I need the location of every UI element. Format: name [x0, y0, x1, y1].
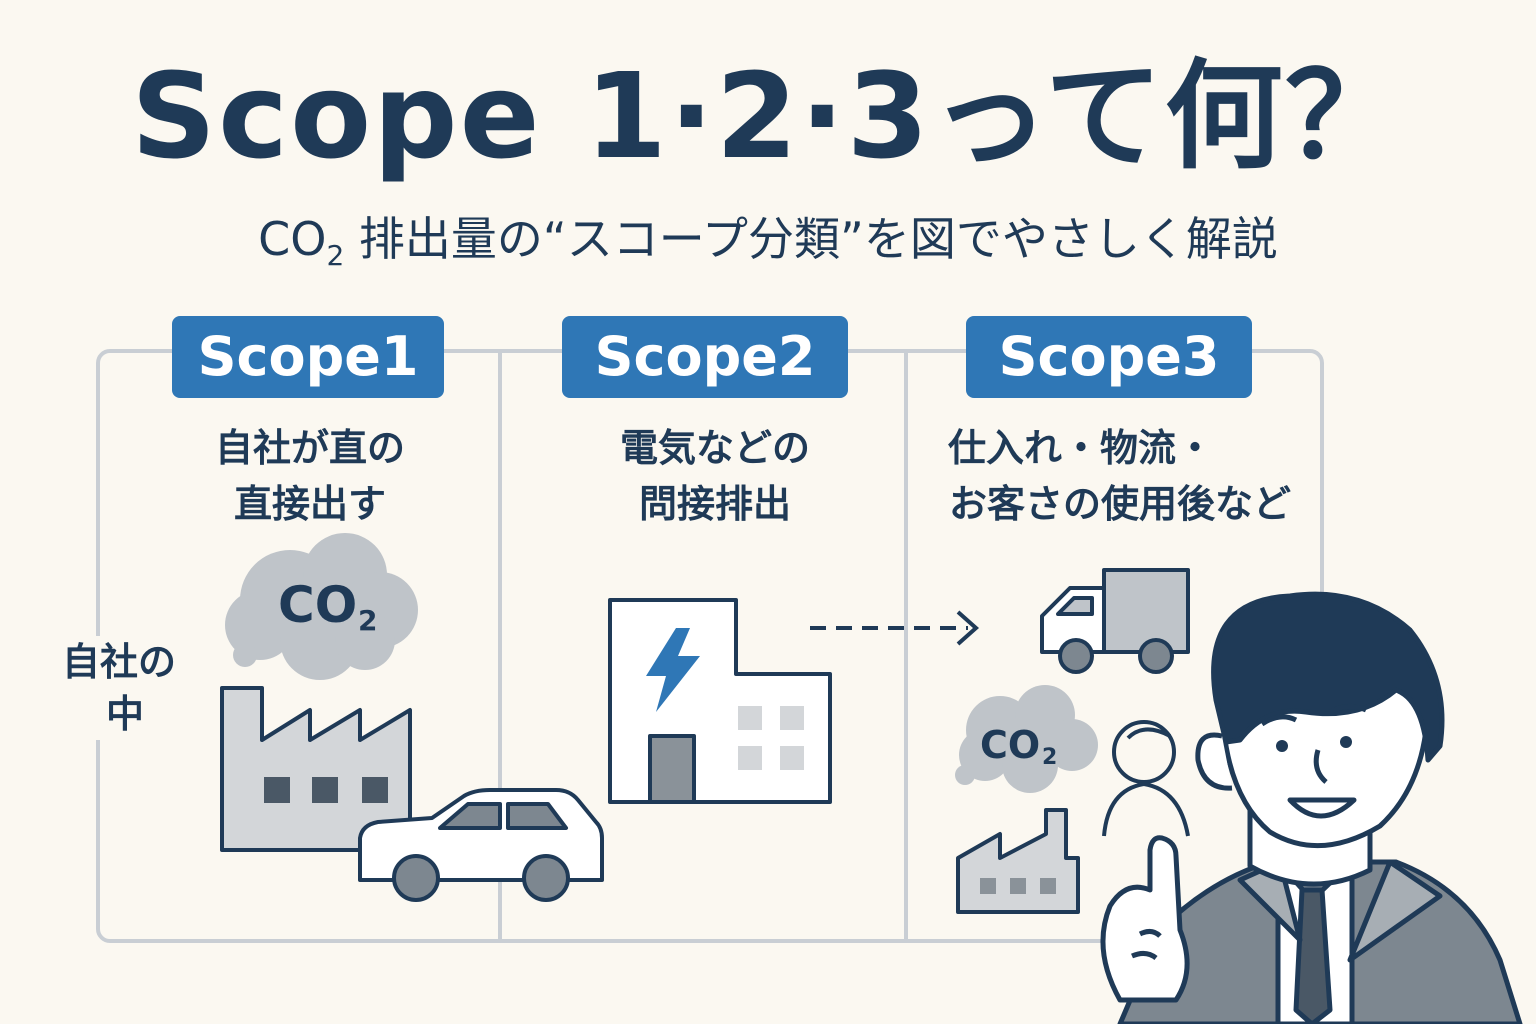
- factory-icon: [956, 808, 1080, 914]
- inside-company-label: 自社の 中: [58, 636, 202, 740]
- subtitle-subscript: 2: [326, 239, 345, 273]
- scope2-description-line1: 電気などの: [619, 426, 810, 470]
- person-icon: [1102, 720, 1190, 837]
- inside-company-label-line2: 中: [106, 692, 145, 736]
- lightning-icon: [646, 628, 700, 712]
- scope2-description: 電気などの 問接排出: [560, 420, 870, 532]
- inside-company-label-line1: 自社の: [62, 640, 177, 684]
- scope3-description: 仕入れ・物流・ お客さの使用後など: [930, 420, 1310, 532]
- factory-icon: [220, 686, 412, 852]
- page-title: Scope 1·2·3って何？: [131, 47, 1405, 185]
- presenter-character: [1100, 591, 1523, 1024]
- co2-cloud-icon: CO 2: [955, 685, 1098, 793]
- scope3-description-line1: 仕入れ・物流・: [948, 426, 1215, 470]
- subtitle-co: CO: [258, 212, 327, 266]
- divider-1: [498, 349, 502, 943]
- co2-cloud-label: CO: [980, 723, 1040, 767]
- car-icon: [358, 788, 604, 902]
- scope1-description-line2: 直接出す: [233, 482, 386, 526]
- scope3-badge: Scope3: [966, 316, 1252, 398]
- co2-cloud-label: CO: [278, 576, 357, 634]
- truck-icon: [1040, 568, 1190, 674]
- scope3-description-line2: お客さの使用後など: [948, 482, 1291, 526]
- power-building-icon: [608, 598, 832, 804]
- co2-cloud-icon: CO 2: [225, 533, 418, 680]
- scope2-description-line2: 問接排出: [638, 482, 791, 526]
- page-subtitle: CO2 排出量の“スコープ分類”を図でやさしく解説: [0, 212, 1536, 273]
- scope1-badge: Scope1: [172, 316, 444, 398]
- divider-2: [904, 349, 908, 943]
- scope1-description: 自社が直の 直接出す: [160, 420, 460, 532]
- dashed-arrow-icon: [810, 610, 980, 646]
- subtitle-rest: 排出量の“スコープ分類”を図でやさしく解説: [344, 212, 1278, 266]
- co2-cloud-subscript: 2: [1042, 745, 1057, 770]
- scope1-description-line1: 自社が直の: [214, 426, 405, 470]
- scope2-badge: Scope2: [562, 316, 848, 398]
- co2-cloud-subscript: 2: [358, 604, 377, 637]
